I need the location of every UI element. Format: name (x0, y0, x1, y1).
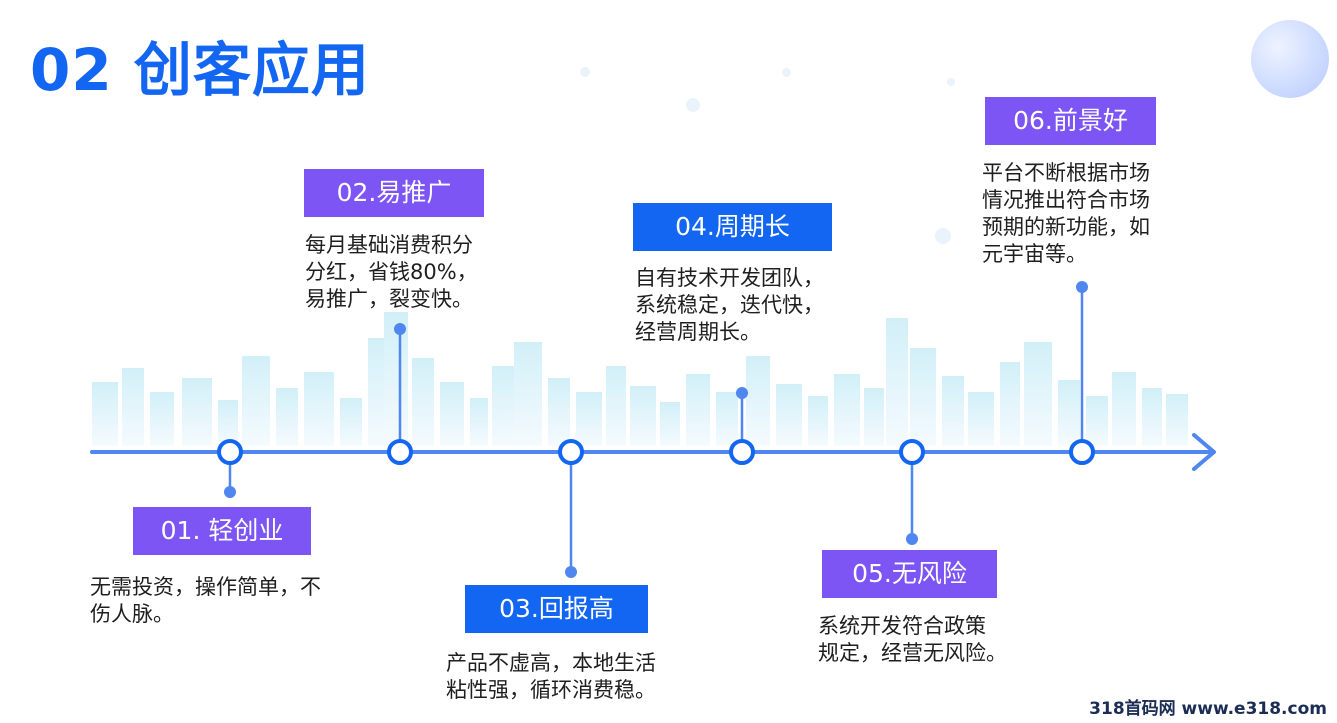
description-line: 平台不断根据市场 (982, 161, 1150, 185)
stage-description: 系统开发符合政策规定，经营无风险。 (818, 613, 1007, 667)
decorative-dot (935, 228, 951, 244)
decorative-circle (1251, 20, 1329, 98)
decorative-dot (580, 67, 590, 77)
stage-description: 产品不虚高，本地生活粘性强，循环消费稳。 (446, 650, 656, 704)
timeline-node (217, 439, 243, 465)
connector-dot (565, 566, 577, 578)
connector-dot (394, 323, 406, 335)
stage-label: 06.前景好 (985, 97, 1156, 145)
description-line: 经营周期长。 (635, 320, 761, 344)
description-line: 规定，经营无风险。 (818, 641, 1007, 665)
stage-description: 自有技术开发团队， 系统稳定，迭代快， 经营周期长。 (635, 265, 824, 346)
city-skyline-background (92, 312, 1188, 446)
stage-label: 01. 轻创业 (133, 507, 311, 555)
stage-label: 03.回报高 (465, 585, 648, 633)
connector-dot (1076, 281, 1088, 293)
decorative-dot (947, 78, 955, 86)
description-line: 粘性强，循环消费稳。 (446, 678, 656, 702)
connector-dot (224, 486, 236, 498)
timeline-layer (90, 281, 1216, 578)
stage-label: 04.周期长 (633, 203, 832, 251)
decorative-dot (686, 98, 700, 112)
description-line: 无需投资，操作简单，不 (90, 575, 321, 599)
timeline-node (899, 439, 925, 465)
description-line: 情况推出符合市场 (982, 188, 1150, 212)
connector-dot (906, 533, 918, 545)
description-line: 每月基础消费积分 (305, 233, 473, 257)
timeline-node (1069, 439, 1095, 465)
watermark-text: 318首码网 www.e318.com (1089, 699, 1327, 719)
description-line: 系统稳定，迭代快， (635, 293, 824, 317)
description-line: 自有技术开发团队， (635, 266, 824, 290)
stage-description: 平台不断根据市场情况推出符合市场预期的新功能，如元宇宙等。 (982, 160, 1150, 268)
connector-dot (736, 387, 748, 399)
timeline-node (558, 439, 584, 465)
timeline-node (729, 439, 755, 465)
stage-label: 05.无风险 (822, 550, 997, 598)
description-line: 系统开发符合政策 (818, 614, 986, 638)
description-line: 预期的新功能，如 (982, 215, 1150, 239)
page-title: 02 创客应用 (30, 36, 370, 104)
decorative-dot (782, 68, 791, 77)
description-line: 伤人脉。 (90, 602, 174, 626)
timeline-node (387, 439, 413, 465)
description-line: 易推广，裂变快。 (305, 287, 473, 311)
description-line: 元宇宙等。 (982, 242, 1087, 266)
arrow-right-icon (1192, 433, 1216, 471)
description-line: 分红，省钱80%， (305, 260, 478, 284)
description-line: 产品不虚高，本地生活 (446, 651, 656, 675)
stage-description: 无需投资，操作简单，不伤人脉。 (90, 574, 321, 628)
stage-label: 02.易推广 (304, 169, 484, 217)
stage-description: 每月基础消费积分分红，省钱80%， 易推广，裂变快。 (305, 232, 478, 313)
